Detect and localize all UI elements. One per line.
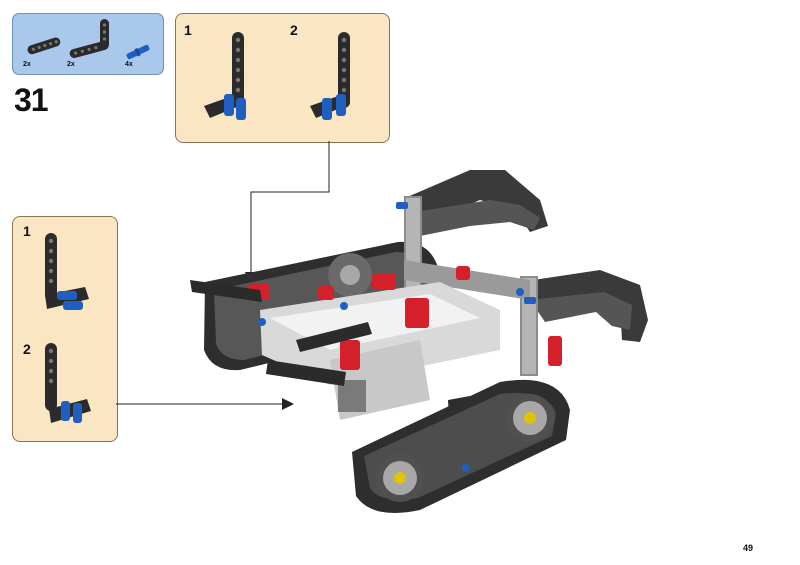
l-beam-icon [69, 19, 109, 58]
l-beam-assembly-icon [45, 343, 91, 423]
parts-qty-3: 4x [125, 61, 133, 68]
page-number: 49 [743, 543, 754, 553]
parts-qty-1: 2x [23, 61, 31, 68]
l-beam-assembly-icon [45, 233, 89, 310]
callout-left-step-1: 1 [23, 223, 31, 239]
l-beam-assembly-icon [310, 32, 350, 120]
blue-pins [258, 202, 536, 472]
parts-list: 2x 2x 4x [12, 13, 164, 75]
callout-left-step-2: 2 [23, 341, 31, 357]
parts-qty-2: 2x [67, 61, 75, 68]
claw-arms [405, 170, 648, 342]
front-track [352, 379, 570, 513]
beam-short-icon [27, 37, 61, 55]
l-beam-assembly-icon [204, 32, 246, 120]
callout-top-step-1: 1 [184, 22, 192, 38]
blue-axle-pin-icon [126, 44, 150, 60]
step-number: 31 [14, 82, 49, 118]
callout-left: 1 2 [12, 216, 118, 442]
callout-top-step-2: 2 [290, 22, 298, 38]
